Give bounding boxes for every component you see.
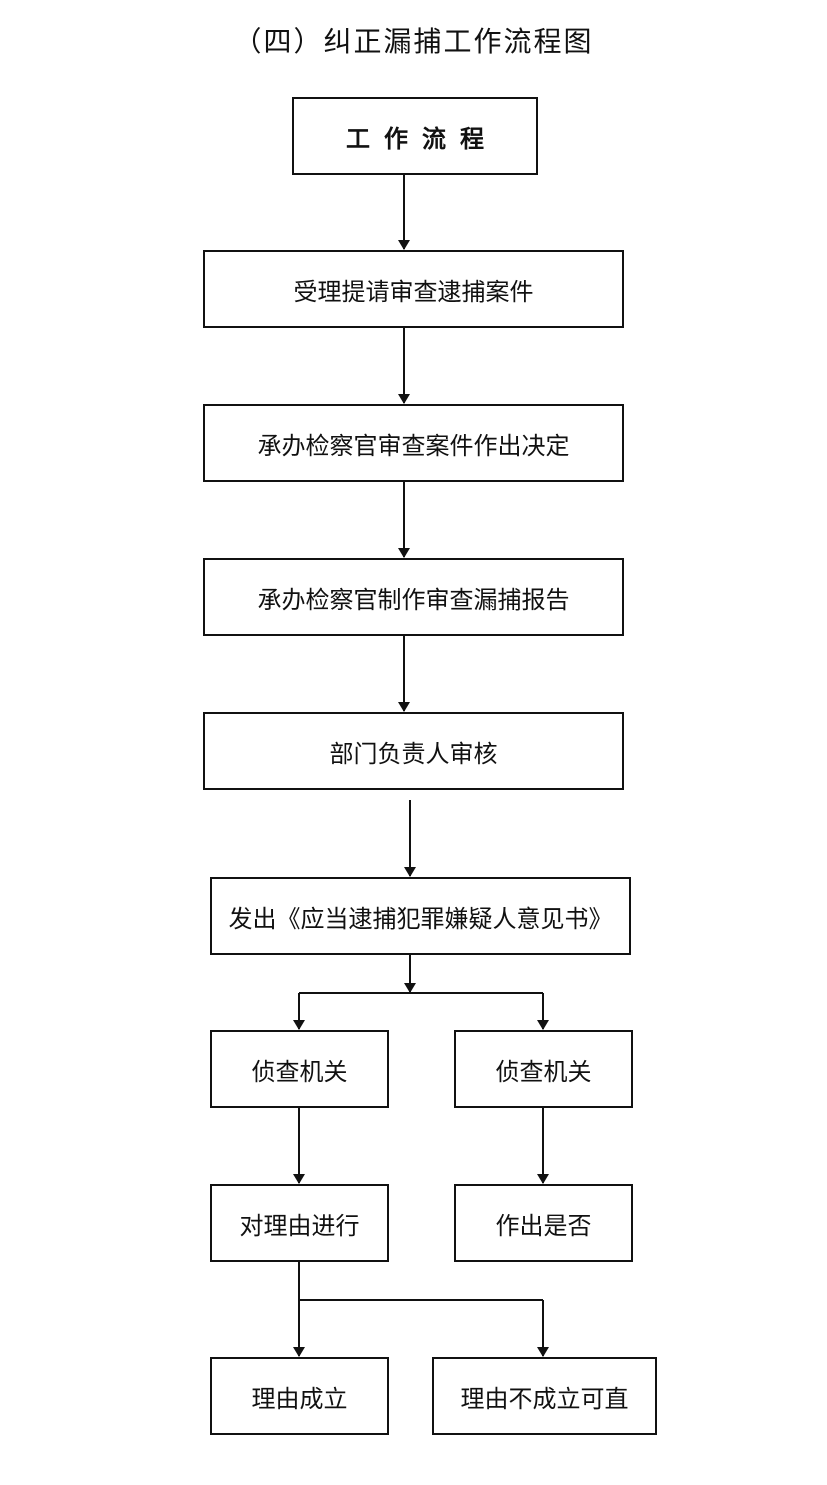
step-accept-case: 受理提请审查逮捕案件 xyxy=(203,250,624,328)
header-box: 工作流程 xyxy=(292,97,538,175)
reason-invalid-box: 理由不成立可直 xyxy=(432,1357,657,1435)
right-investigation-agency: 侦查机关 xyxy=(454,1030,633,1108)
step-omission-report: 承办检察官制作审查漏捕报告 xyxy=(203,558,624,636)
left-reason-process: 对理由进行 xyxy=(210,1184,389,1262)
step-prosecutor-decision: 承办检察官审查案件作出决定 xyxy=(203,404,624,482)
reason-valid-box: 理由成立 xyxy=(210,1357,389,1435)
diagram-title: （四）纠正漏捕工作流程图 xyxy=(233,25,594,58)
step-issue-opinion: 发出《应当逮捕犯罪嫌疑人意见书》 xyxy=(210,877,631,955)
left-investigation-agency: 侦查机关 xyxy=(210,1030,389,1108)
step-department-review: 部门负责人审核 xyxy=(203,712,624,790)
right-decision: 作出是否 xyxy=(454,1184,633,1262)
